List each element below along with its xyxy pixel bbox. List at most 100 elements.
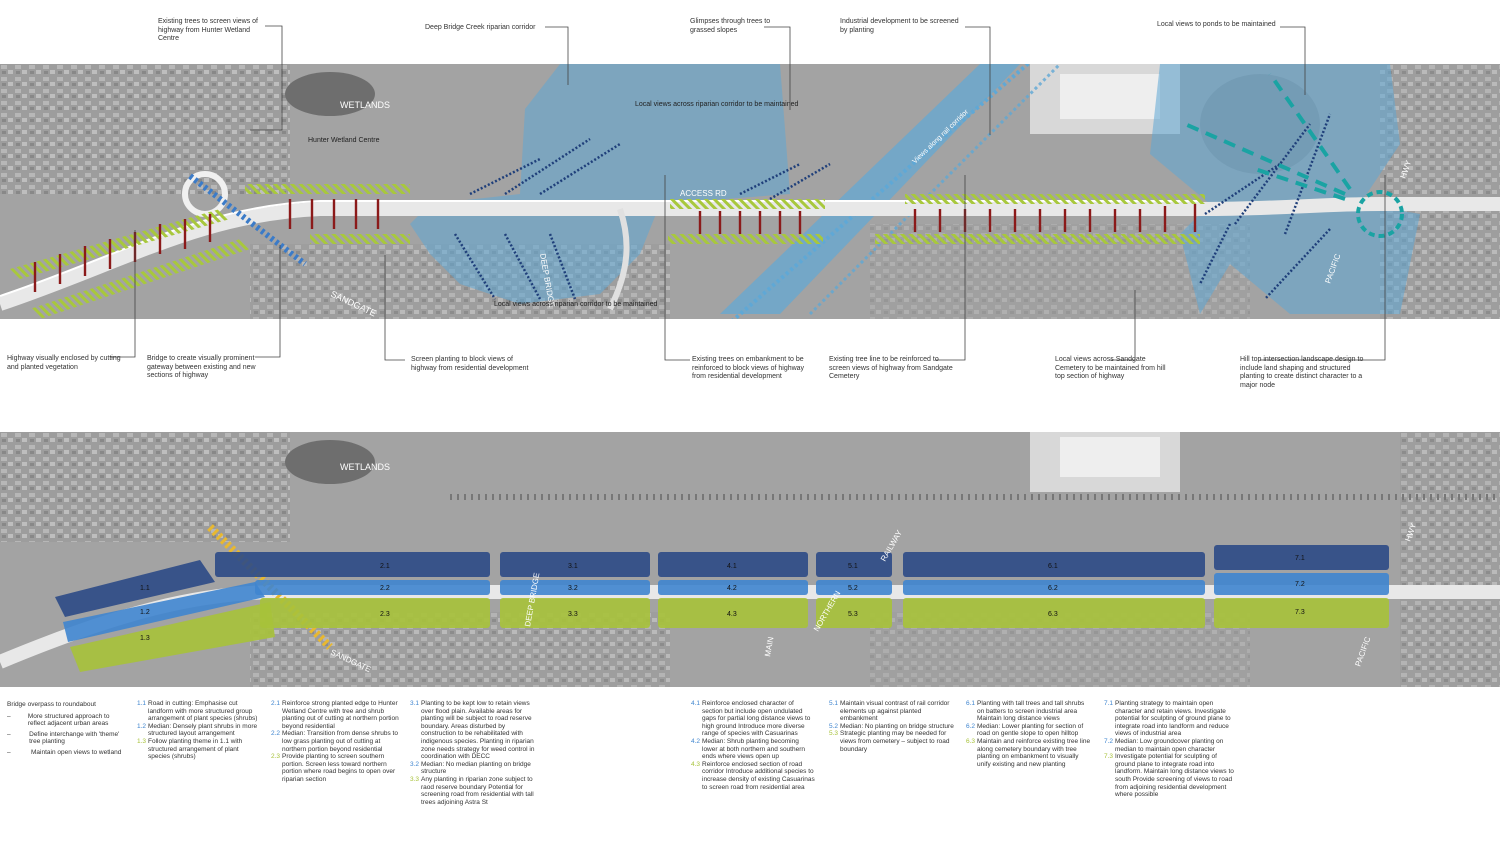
code-5.1: 5.1 <box>848 563 858 570</box>
legend-dash: – <box>7 730 11 738</box>
screen-planting-2-south <box>310 234 410 244</box>
code-7.3: 7.3 <box>1295 609 1305 616</box>
legend-entry-text: Median: Densely plant shrubs in more str… <box>148 722 258 738</box>
arrows-section-4 <box>698 211 802 234</box>
top-map-svg: WETLANDS Hunter Wetland Centre SANDGATE … <box>0 47 1500 351</box>
label-access-rd: ACCESS RD <box>680 189 727 198</box>
legend-bridge: Bridge overpass to roundabout – More str… <box>7 701 127 757</box>
annotation-existing-trees-embankment: Existing trees on embankment to be reinf… <box>692 356 805 380</box>
legend-entry-text: Reinforce enclosed section of road corri… <box>702 760 815 791</box>
code-6.3: 6.3 <box>1048 611 1058 618</box>
zone-6.3 <box>903 598 1205 628</box>
legend-entry-number: 4.3 <box>691 760 701 768</box>
zone-codes: 1.1 1.2 1.3 2.1 2.2 2.3 3.1 3.2 3.3 4.1 … <box>140 555 1305 642</box>
legend-entry-text: Investigate potential for sculpting of g… <box>1115 753 1234 799</box>
zone-7.3 <box>1214 598 1389 628</box>
legend-entry-number: 2.2 <box>271 730 281 738</box>
annotation-highway-enclosed: Highway visually enclosed by cutting and… <box>7 355 121 371</box>
annotation-bridge-gateway: Bridge to create visually prominent gate… <box>147 355 256 379</box>
label-main-2: MAIN <box>763 636 775 657</box>
legend-entry-text: Median: Shrub planting becoming lower at… <box>702 737 805 761</box>
legend-entry-text: Provide planting to screen southern port… <box>282 753 396 783</box>
legend-entry-number: 2.3 <box>271 753 281 761</box>
legend-entry-text: Planting to be kept low to retain views … <box>421 700 535 761</box>
code-2.1: 2.1 <box>380 563 390 570</box>
riparian-view-arrows <box>453 113 1332 300</box>
label-wetlands-2: WETLANDS <box>340 462 390 472</box>
legend-dash: – <box>7 748 11 756</box>
zone-3.3 <box>500 598 650 628</box>
industrial-roof-2 <box>1060 437 1160 477</box>
residential-nw-2 <box>0 432 290 542</box>
legend-entry-text: Reinforce enclosed character of section … <box>702 700 811 738</box>
code-7.1: 7.1 <box>1295 555 1305 562</box>
zone-1.3 <box>70 602 275 672</box>
annotation-existing-trees: Existing trees to screen views of highwa… <box>158 18 258 42</box>
legend-entry-text: Maintain and reinforce existing tree lin… <box>977 737 1091 768</box>
annotation-industrial: Industrial development to be screened by… <box>840 18 959 34</box>
zone-6.1 <box>903 552 1205 577</box>
arrows-section-2 <box>288 199 380 229</box>
annotation-local-views-cemetery: Local views across Sandgate Cemetery to … <box>1055 356 1166 380</box>
legend-bridge-item-text: More structured approach to reflect adja… <box>27 712 110 728</box>
arrows-west <box>33 214 212 292</box>
legend-entry-text: Road in cutting: Emphasise cut landform … <box>148 700 258 723</box>
legend-bridge-item: – More structured approach to reflect ad… <box>7 713 127 728</box>
legend-entry-text: Maintain visual contrast of rail corrido… <box>840 700 950 723</box>
code-1.2: 1.2 <box>140 609 150 616</box>
legend-entry-text: Median: Transition from dense shrubs to … <box>282 730 398 753</box>
pond-view-zone <box>1150 64 1420 314</box>
zone-1.2 <box>63 582 265 642</box>
zone-6.2 <box>903 580 1205 595</box>
hilltop-intersection-node <box>1356 190 1404 238</box>
legend-entry-text: Follow planting theme in 1.1 with struct… <box>148 737 243 761</box>
legend-entry-text: Median: Low groundcover planting on medi… <box>1115 737 1224 753</box>
code-1.3: 1.3 <box>140 635 150 642</box>
legend-bridge-item-text: Define interchange with 'theme' tree pla… <box>29 730 120 746</box>
zone-1.1 <box>55 560 215 617</box>
annotation-ponds: Local views to ponds to be maintained <box>1157 21 1276 28</box>
industrial-roof <box>1060 74 1160 119</box>
zone-1 <box>55 560 275 672</box>
legend-entry-text: Strategic planting may be needed for vie… <box>840 730 950 753</box>
screen-planting-4-north <box>670 199 825 209</box>
code-1.1: 1.1 <box>140 585 150 592</box>
screen-planting-4-south <box>668 234 823 244</box>
zone-3.1 <box>500 552 650 577</box>
zone-2.1 <box>215 552 490 577</box>
legend-entry-number: 3.3 <box>410 775 420 783</box>
code-4.2: 4.2 <box>727 585 737 592</box>
red-enclosure-arrows <box>33 199 1197 292</box>
code-3.1: 3.1 <box>568 563 578 570</box>
code-5.2: 5.2 <box>848 585 858 592</box>
zone-5.2 <box>816 580 892 595</box>
zone-2.2 <box>255 580 490 595</box>
highway-road <box>0 197 1500 311</box>
legend-entry-text: Planting strategy to maintain open chara… <box>1115 700 1231 738</box>
legend-bridge-item: – Define interchange with 'theme' tree p… <box>7 731 127 746</box>
residential-north-west <box>0 64 290 194</box>
zone-3.2 <box>500 580 650 595</box>
annotation-screen-planting: Screen planting to block views of highwa… <box>411 356 529 372</box>
label-hunter-wetland-centre: Hunter Wetland Centre <box>308 137 380 144</box>
code-7.2: 7.2 <box>1295 581 1305 588</box>
